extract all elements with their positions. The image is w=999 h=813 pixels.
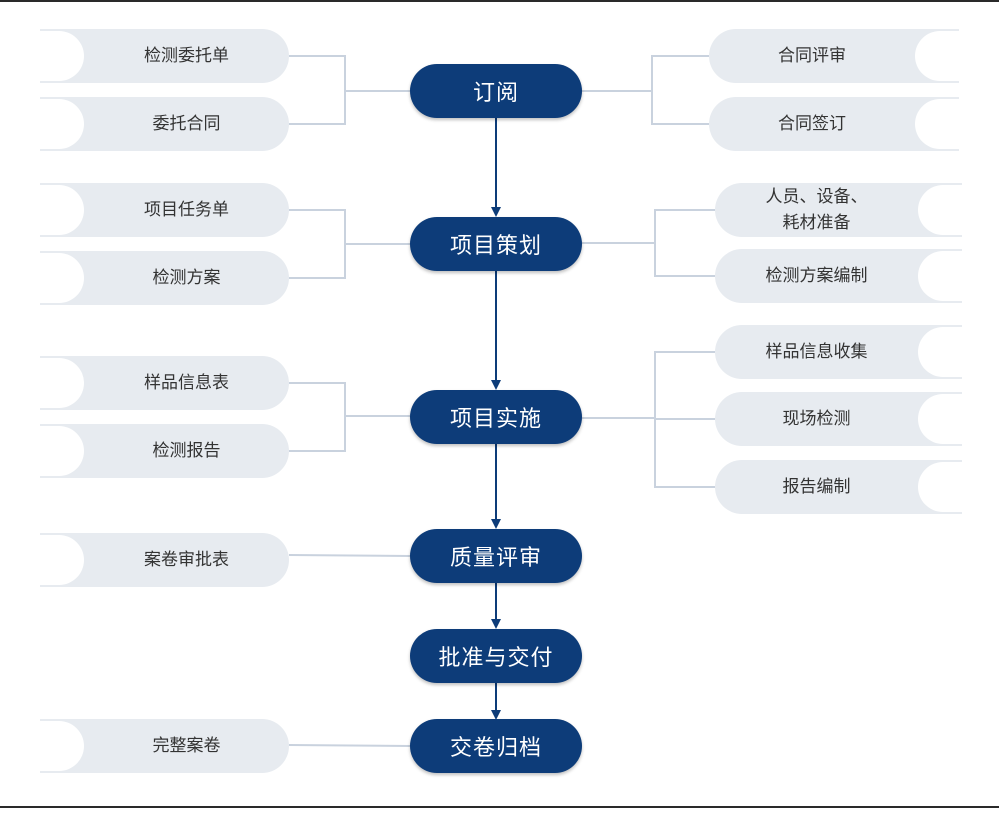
doc-pill: 样品信息表	[40, 356, 289, 410]
task-pill: 合同签订	[709, 97, 959, 151]
task-label: 合同签订	[778, 114, 846, 134]
step-quality-review: 质量评审	[410, 529, 582, 583]
task-label: 合同评审	[778, 46, 846, 66]
step-label: 批准与交付	[438, 646, 554, 671]
task-pill: 报告编制	[715, 460, 962, 514]
doc-pill: 检测报告	[40, 424, 289, 478]
task-pill: 样品信息收集	[715, 325, 962, 379]
step-label: 订阅	[472, 81, 519, 106]
doc-label: 案卷审批表	[144, 550, 229, 570]
doc-pill: 检测方案	[40, 251, 289, 305]
task-label: 现场检测	[782, 409, 851, 429]
doc-pill: 检测委托单	[40, 29, 289, 83]
step-subscribe: 订阅	[410, 64, 582, 118]
doc-pill: 项目任务单	[40, 183, 289, 237]
doc-label: 检测报告	[152, 441, 221, 461]
task-label: 耗材准备	[782, 213, 851, 233]
task-pill: 人员、设备、 耗材准备	[715, 183, 962, 237]
doc-label: 委托合同	[152, 114, 221, 134]
doc-label: 完整案卷	[152, 736, 221, 756]
step-label: 交卷归档	[449, 736, 542, 761]
doc-pill: 委托合同	[40, 97, 289, 151]
doc-pill: 完整案卷	[40, 719, 289, 773]
doc-label: 检测委托单	[144, 46, 229, 66]
bottom-border	[0, 806, 999, 808]
task-pill: 检测方案编制	[715, 249, 962, 303]
task-label: 检测方案编制	[765, 266, 868, 286]
doc-pill: 案卷审批表	[40, 533, 289, 587]
task-label: 样品信息收集	[765, 342, 868, 362]
step-label: 项目策划	[449, 234, 542, 259]
task-label: 人员、设备、	[765, 187, 868, 207]
step-label: 项目实施	[449, 407, 542, 432]
task-label-multiline: 人员、设备、 耗材准备	[766, 184, 868, 236]
doc-label: 项目任务单	[144, 200, 229, 220]
step-label: 质量评审	[449, 546, 542, 571]
step-approval-delivery: 批准与交付	[410, 629, 582, 683]
doc-label: 样品信息表	[144, 373, 229, 393]
doc-label: 检测方案	[152, 268, 221, 288]
step-project-implementation: 项目实施	[410, 390, 582, 444]
top-border	[0, 0, 999, 2]
step-project-planning: 项目策划	[410, 217, 582, 271]
task-pill: 现场检测	[715, 392, 962, 446]
task-label: 报告编制	[782, 477, 851, 497]
task-pill: 合同评审	[709, 29, 959, 83]
step-archive: 交卷归档	[410, 719, 582, 773]
